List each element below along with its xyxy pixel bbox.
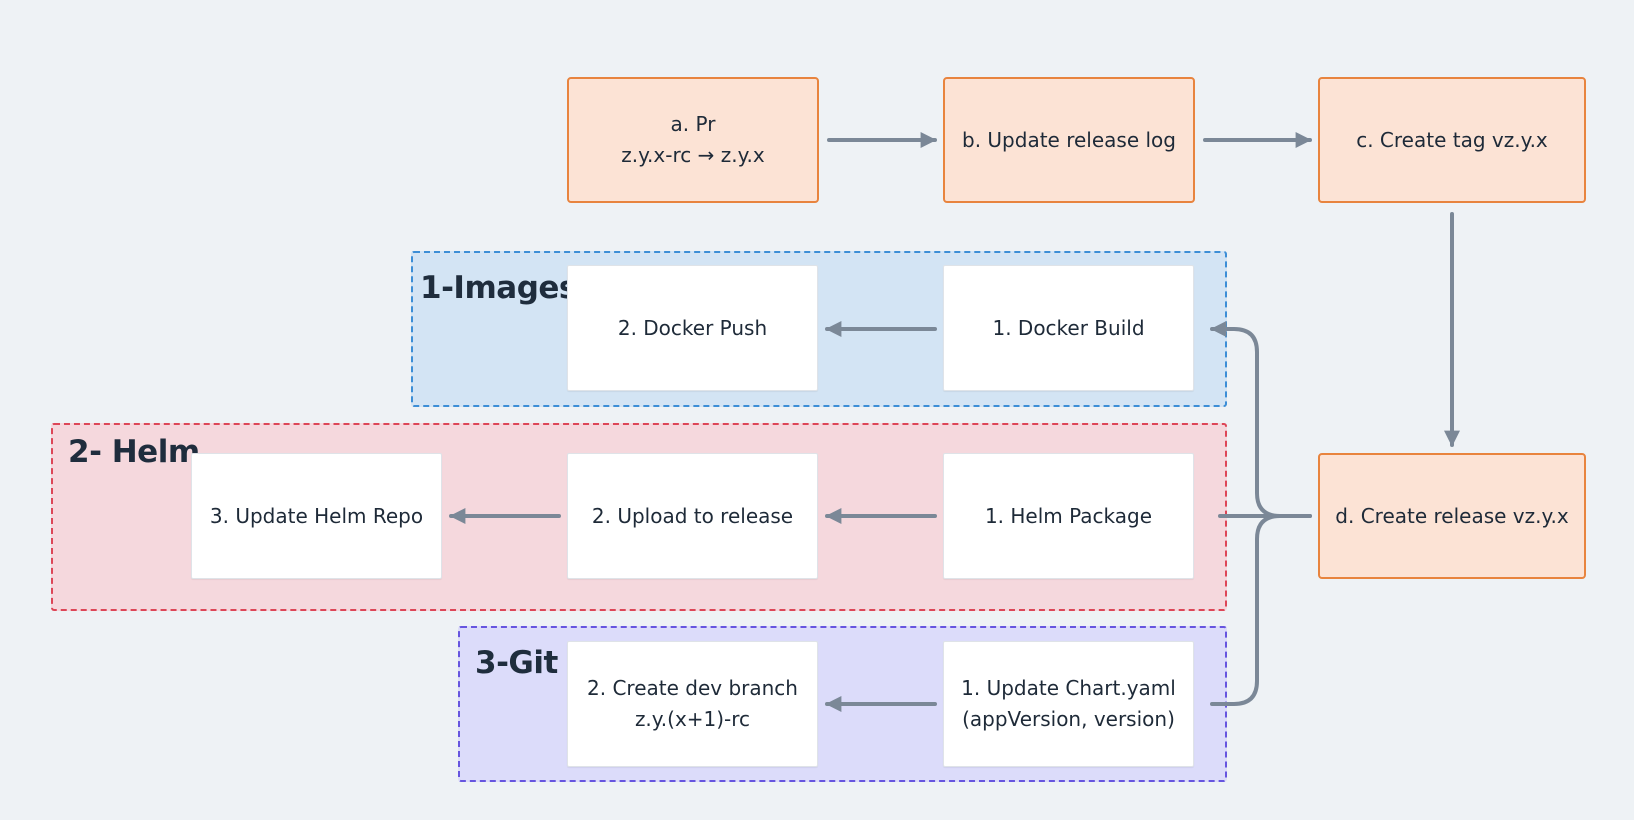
node-create-tag[interactable]: c. Create tag vz.y.x	[1318, 77, 1586, 203]
node-create-release[interactable]: d. Create release vz.y.x	[1318, 453, 1586, 579]
node-update-release-log[interactable]: b. Update release log	[943, 77, 1195, 203]
node-helm-package[interactable]: 1. Helm Package	[943, 453, 1194, 579]
helm-group-title: 2- Helm	[68, 434, 200, 470]
node-docker-build[interactable]: 1. Docker Build	[943, 265, 1194, 391]
node-upload-to-release[interactable]: 2. Upload to release	[567, 453, 818, 579]
images-group-title: 1-Images	[420, 270, 577, 306]
node-update-chart-yaml[interactable]: 1. Update Chart.yaml (appVersion, versio…	[943, 641, 1194, 767]
node-create-dev-branch[interactable]: 2. Create dev branch z.y.(x+1)-rc	[567, 641, 818, 767]
node-update-helm-repo[interactable]: 3. Update Helm Repo	[191, 453, 442, 579]
node-docker-push[interactable]: 2. Docker Push	[567, 265, 818, 391]
node-pr[interactable]: a. Pr z.y.x-rc → z.y.x	[567, 77, 819, 203]
git-group-title: 3-Git	[475, 645, 558, 681]
